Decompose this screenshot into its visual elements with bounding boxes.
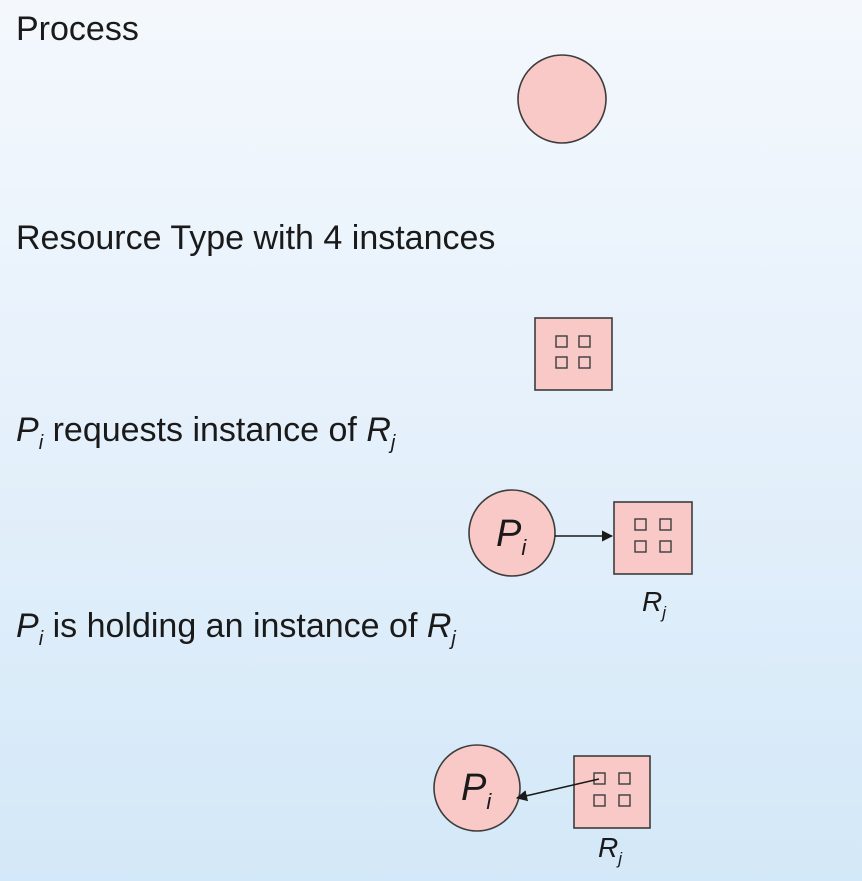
request-edge-heading: Pi requests instance of Rj: [16, 411, 395, 453]
instance-slot: [618, 772, 631, 785]
instance-slot: [634, 540, 647, 553]
process-node-symbol: [517, 54, 607, 144]
process-heading: Process: [16, 10, 139, 48]
process-subscript: i: [38, 432, 44, 454]
resource-node: [573, 755, 651, 829]
assignment-edge-heading: Pi is holding an instance of Rj: [16, 607, 456, 649]
resource-node-label: Rj: [598, 832, 623, 868]
holding-text: is holding an instance of: [43, 607, 427, 645]
assignment-edge-example: Pi Rj: [433, 744, 651, 868]
process-node: [468, 489, 556, 577]
resource-node: [613, 501, 693, 575]
resource-type-heading: Resource Type with 4 instances: [16, 219, 496, 257]
resource-node-symbol: [534, 317, 613, 391]
instance-slot: [578, 335, 591, 348]
instance-slot: [634, 518, 647, 531]
process-node: [433, 744, 521, 832]
instance-slot: [593, 794, 606, 807]
assignment-arrow: [515, 778, 600, 802]
instance-slot: [659, 518, 672, 531]
process-symbol: P: [16, 411, 39, 449]
resource-symbol: R: [426, 607, 452, 645]
resource-node-label: Rj: [642, 586, 667, 622]
process-node-label: Pi: [496, 513, 527, 560]
instance-slot: [578, 356, 591, 369]
process-subscript: i: [38, 628, 44, 650]
process-symbol: P: [16, 607, 39, 645]
process-node-label: Pi: [461, 767, 492, 814]
instance-slot: [593, 772, 606, 785]
resource-symbol: R: [366, 411, 391, 449]
resource-subscript: j: [390, 432, 396, 454]
resource-subscript: j: [451, 628, 456, 650]
request-text: requests instance of: [43, 411, 367, 449]
instance-slot: [618, 794, 631, 807]
instance-slot: [555, 335, 568, 348]
instance-slot: [659, 540, 672, 553]
instance-slot: [555, 356, 568, 369]
request-edge-example: Pi Rj: [468, 489, 693, 622]
